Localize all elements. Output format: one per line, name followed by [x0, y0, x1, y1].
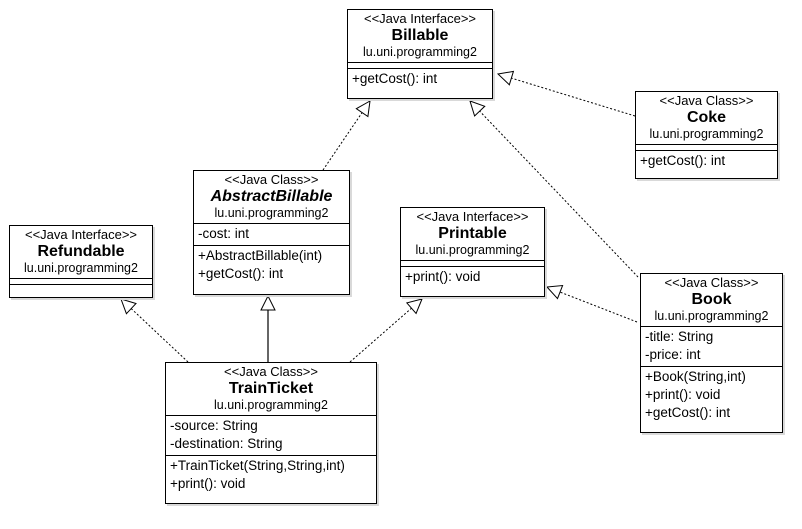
book-name: Book: [691, 291, 732, 308]
coke-methods-section: +getCost(): int: [636, 150, 777, 172]
hollow-arrowhead-icon: [120, 298, 137, 315]
hollow-arrowhead-icon: [496, 70, 515, 86]
abstract-billable-name: AbstractBillable: [210, 188, 333, 205]
coke-name: Coke: [686, 109, 727, 126]
refundable-interface-box[interactable]: <<Java Interface>> Refundable lu.uni.pro…: [9, 225, 153, 298]
connector-train-ticket-to-abstract-billable: [260, 294, 276, 362]
abstract-billable-class-box[interactable]: <<Java Class>> AbstractBillable lu.uni.p…: [193, 170, 350, 295]
abstract-billable-field: -cost: int: [198, 226, 250, 241]
connector-coke-to-billable: [496, 70, 636, 117]
printable-fields-section: [401, 260, 544, 266]
train-ticket-header: <<Java Class>> TrainTicket lu.uni.progra…: [166, 363, 376, 415]
train-ticket-name: TrainTicket: [228, 380, 314, 397]
printable-methods-section: +print(): void: [401, 266, 544, 288]
book-stereotype: <<Java Class>>: [664, 275, 759, 290]
hollow-arrowhead-icon: [260, 294, 276, 311]
billable-package: lu.uni.programming2: [363, 45, 477, 59]
printable-name: Printable: [438, 225, 507, 242]
refundable-header: <<Java Interface>> Refundable lu.uni.pro…: [10, 226, 152, 278]
hollow-arrowhead-icon: [355, 100, 371, 118]
billable-stereotype: <<Java Interface>>: [363, 11, 477, 26]
abstract-billable-method: +getCost(): int: [198, 266, 284, 281]
book-package: lu.uni.programming2: [654, 309, 769, 323]
abstract-billable-stereotype: <<Java Class>>: [224, 172, 319, 187]
refundable-name: Refundable: [37, 243, 125, 260]
printable-stereotype: <<Java Interface>>: [416, 209, 529, 224]
book-method: +print(): void: [645, 387, 721, 402]
coke-header: <<Java Class>> Coke lu.uni.programming2: [636, 92, 777, 144]
connector-train-ticket-to-printable: [349, 298, 423, 363]
train-ticket-fields-section: -source: String -destination: String: [166, 415, 376, 455]
connector-train-ticket-to-refundable: [120, 298, 189, 363]
hollow-arrowhead-icon: [545, 284, 564, 300]
connector-abstract-billable-to-billable: [322, 100, 371, 171]
connector-line: [349, 307, 412, 363]
printable-header: <<Java Interface>> Printable lu.uni.prog…: [401, 208, 544, 260]
train-ticket-class-box[interactable]: <<Java Class>> TrainTicket lu.uni.progra…: [165, 362, 377, 504]
coke-stereotype: <<Java Class>>: [659, 93, 754, 108]
book-class-box[interactable]: <<Java Class>> Book lu.uni.programming2 …: [640, 273, 783, 433]
book-method: +Book(String,int): [645, 369, 746, 384]
refundable-package: lu.uni.programming2: [24, 261, 138, 275]
connector-book-to-billable: [469, 100, 639, 278]
abstract-billable-methods-section: +AbstractBillable(int) +getCost(): int: [194, 245, 349, 285]
train-ticket-field: -source: String: [170, 418, 258, 433]
refundable-fields-section: [10, 278, 152, 284]
book-methods-section: +Book(String,int) +print(): void +getCos…: [641, 366, 782, 424]
train-ticket-stereotype: <<Java Class>>: [224, 364, 318, 379]
book-field: -price: int: [645, 347, 701, 362]
coke-class-box[interactable]: <<Java Class>> Coke lu.uni.programming2 …: [635, 91, 778, 179]
hollow-arrowhead-icon: [405, 298, 423, 315]
train-ticket-methods-section: +TrainTicket(String,String,int) +print()…: [166, 455, 376, 495]
billable-name: Billable: [391, 27, 449, 44]
book-field: -title: String: [645, 329, 714, 344]
billable-fields-section: [348, 62, 492, 68]
abstract-billable-fields-section: -cost: int: [194, 223, 349, 245]
coke-method: +getCost(): int: [640, 153, 726, 168]
hollow-arrowhead-icon: [469, 100, 486, 117]
billable-methods-section: +getCost(): int: [348, 68, 492, 90]
book-fields-section: -title: String -price: int: [641, 326, 782, 366]
train-ticket-method: +print(): void: [170, 476, 246, 491]
printable-package: lu.uni.programming2: [415, 243, 530, 257]
billable-header: <<Java Interface>> Billable lu.uni.progr…: [348, 10, 492, 62]
connector-line: [559, 291, 638, 323]
book-header: <<Java Class>> Book lu.uni.programming2: [641, 274, 782, 326]
book-method: +getCost(): int: [645, 405, 731, 420]
connector-line: [130, 308, 189, 363]
refundable-stereotype: <<Java Interface>>: [24, 227, 138, 242]
train-ticket-method: +TrainTicket(String,String,int): [170, 458, 345, 473]
coke-fields-section: [636, 144, 777, 150]
connector-line: [511, 77, 636, 117]
train-ticket-field: -destination: String: [170, 436, 283, 451]
train-ticket-package: lu.uni.programming2: [214, 398, 328, 412]
printable-interface-box[interactable]: <<Java Interface>> Printable lu.uni.prog…: [400, 207, 545, 297]
refundable-methods-section: [10, 284, 152, 290]
connector-book-to-printable: [545, 284, 638, 323]
printable-method: +print(): void: [405, 269, 481, 284]
connector-line: [322, 112, 363, 171]
billable-interface-box[interactable]: <<Java Interface>> Billable lu.uni.progr…: [347, 9, 493, 99]
abstract-billable-method: +AbstractBillable(int): [198, 248, 323, 263]
abstract-billable-package: lu.uni.programming2: [214, 206, 329, 220]
billable-method: +getCost(): int: [352, 71, 438, 86]
abstract-billable-header: <<Java Class>> AbstractBillable lu.uni.p…: [194, 171, 349, 223]
coke-package: lu.uni.programming2: [649, 127, 764, 141]
